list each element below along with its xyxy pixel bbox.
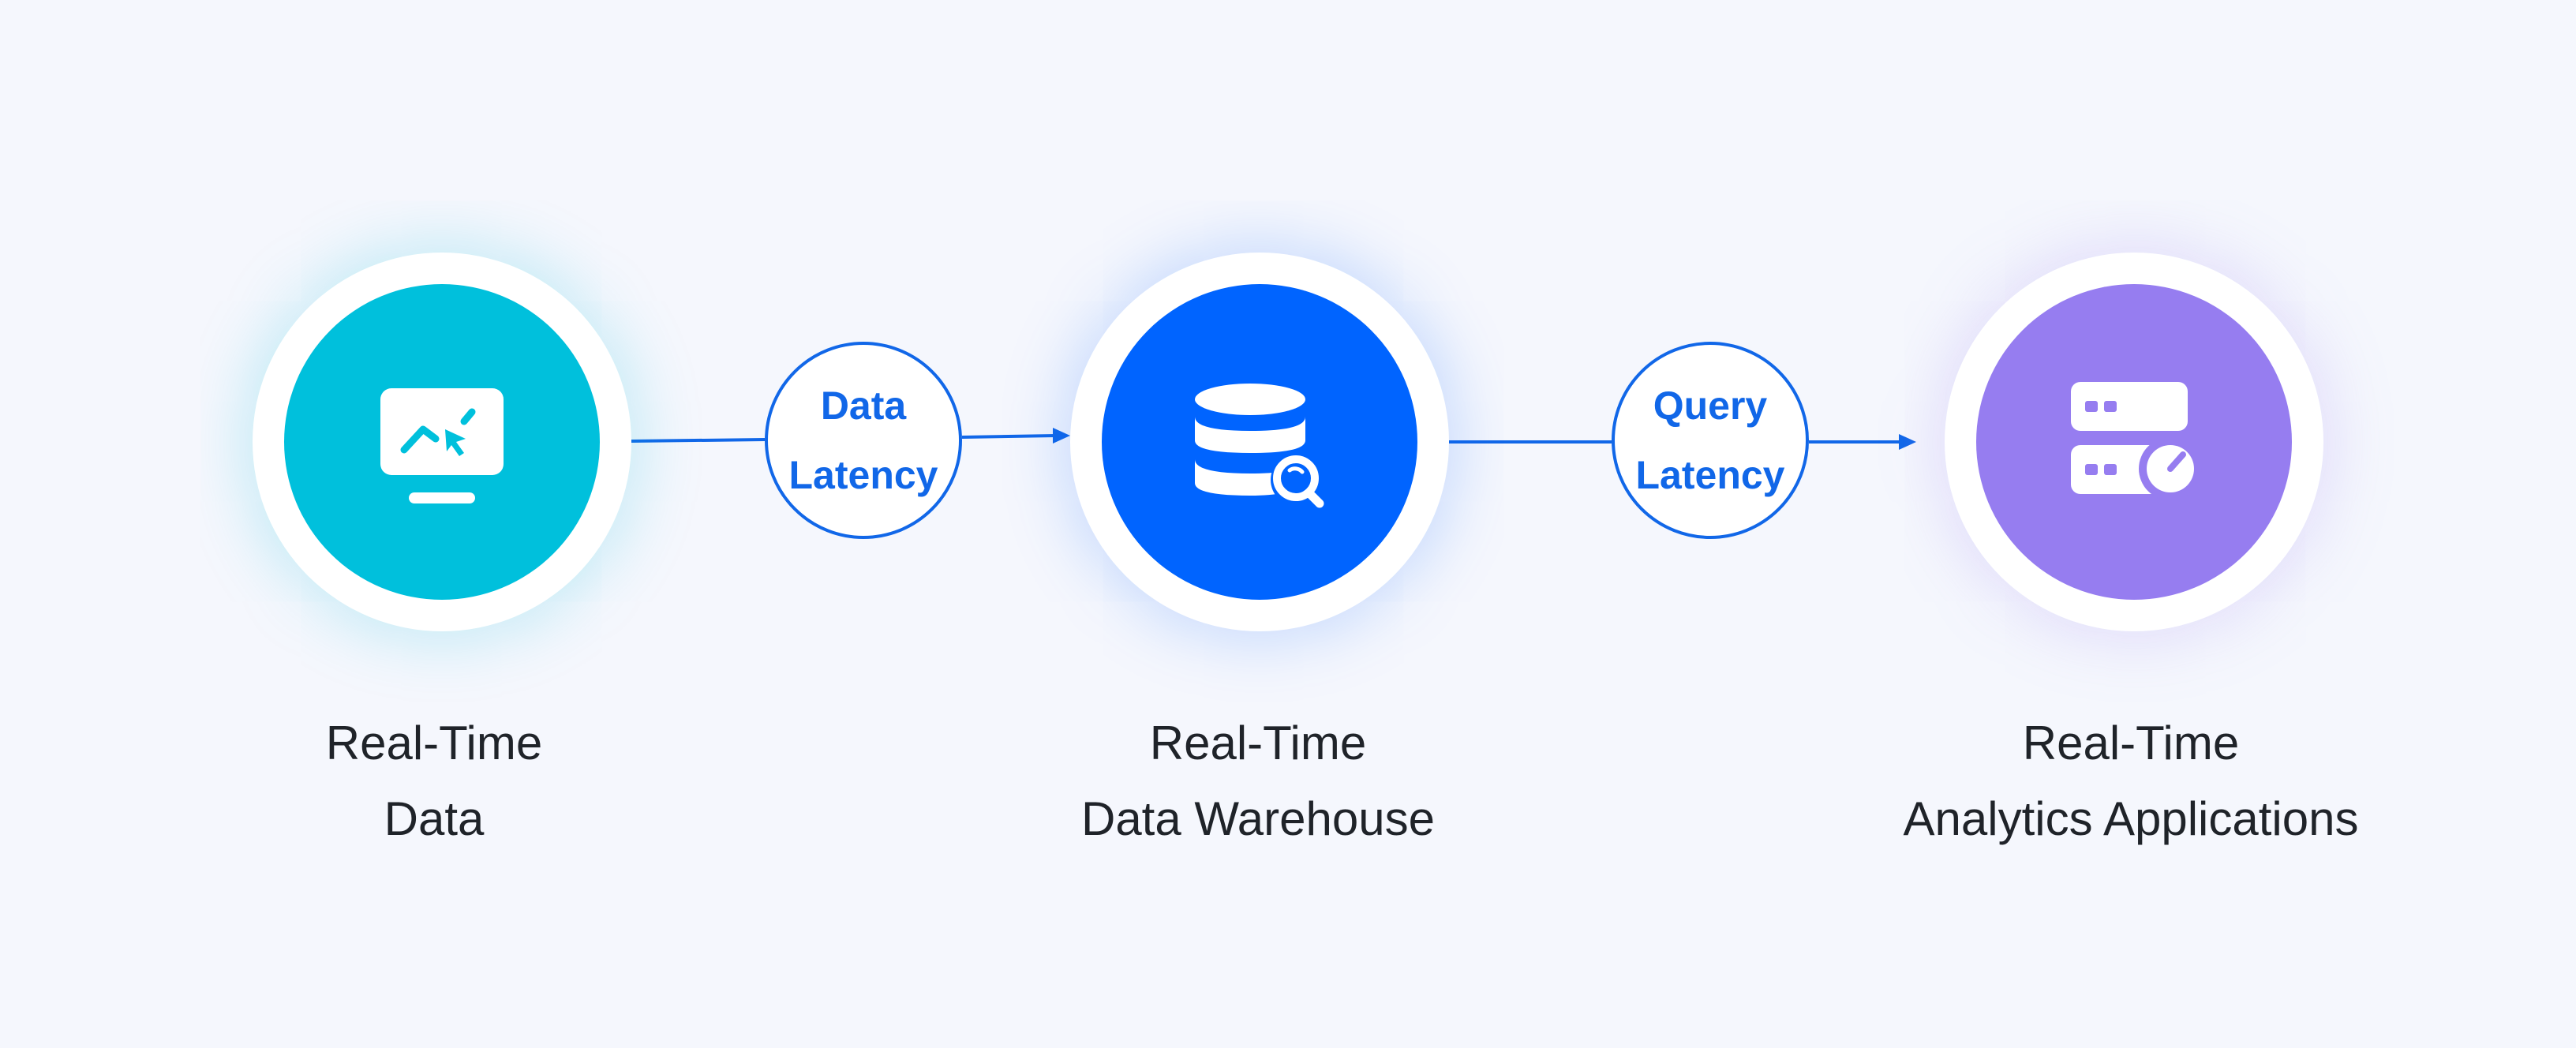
monitor-cursor-icon	[380, 388, 504, 503]
data-latency-bubble: Data Latency	[765, 342, 962, 539]
node-real-time-data	[253, 253, 631, 631]
label-real-time-data-line2: Data	[384, 792, 485, 845]
query-latency-bubble: Query Latency	[1612, 342, 1809, 539]
label-real-time-analytics-applications: Real-Time Analytics Applications	[1831, 706, 2431, 857]
connector-data-to-data-latency	[631, 438, 766, 443]
server-gauge-icon	[2071, 382, 2202, 500]
label-real-time-data-warehouse-line2: Data Warehouse	[1080, 792, 1435, 845]
data-latency-line1: Data	[820, 384, 907, 428]
arrowhead-to-warehouse	[1053, 428, 1070, 444]
node-real-time-analytics-applications	[1945, 253, 2323, 631]
query-latency-line1: Query	[1653, 384, 1768, 428]
node-real-time-data-warehouse	[1070, 253, 1449, 631]
connector-data-latency-to-warehouse	[961, 434, 1057, 439]
node-real-time-data-warehouse-circle	[1102, 284, 1417, 600]
query-latency-line2: Latency	[1635, 453, 1785, 497]
label-real-time-data-warehouse-line1: Real-Time	[1149, 717, 1367, 769]
data-latency-line2: Latency	[788, 453, 938, 497]
arrowhead-to-apps	[1899, 434, 1916, 450]
label-real-time-data-line1: Real-Time	[325, 717, 543, 769]
label-real-time-data: Real-Time Data	[134, 706, 734, 857]
label-real-time-analytics-applications-line2: Analytics Applications	[1903, 792, 2359, 845]
label-real-time-analytics-applications-line1: Real-Time	[2022, 717, 2240, 769]
label-real-time-data-warehouse: Real-Time Data Warehouse	[958, 706, 1558, 857]
node-real-time-analytics-applications-circle	[1976, 284, 2292, 600]
database-search-icon	[1195, 384, 1324, 508]
node-real-time-data-circle	[284, 284, 600, 600]
